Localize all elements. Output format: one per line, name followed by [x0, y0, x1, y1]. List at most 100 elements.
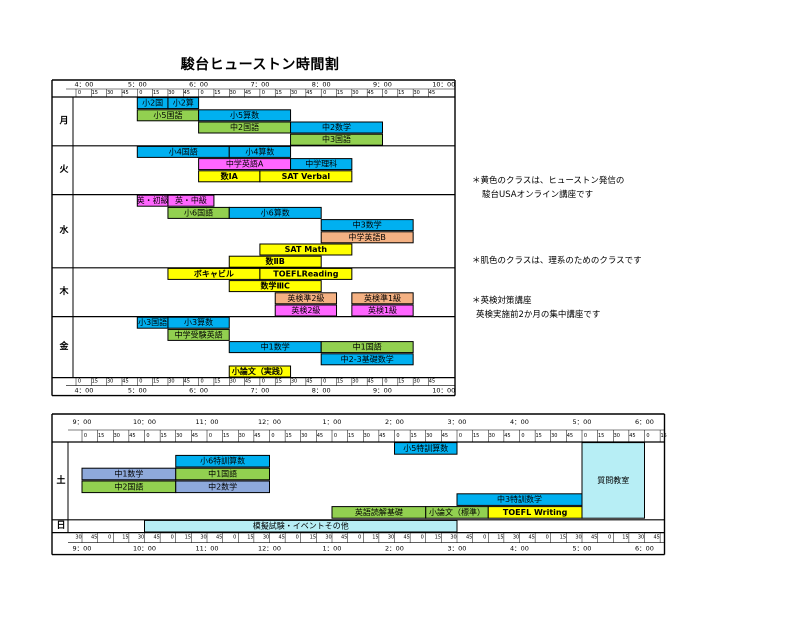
- weekday-minute-label: 45: [306, 90, 312, 96]
- saturday-class-10-bar: [581, 442, 645, 519]
- weekend-hour-label: 11：00: [195, 418, 218, 426]
- weekday-minute-label: 30: [168, 379, 174, 385]
- weekend-minute-label: 30: [75, 535, 81, 541]
- weekday-class-3-6-label: 英検1級: [368, 305, 397, 315]
- weekend-minute-label: 15: [285, 433, 291, 439]
- page-title: 駿台ヒューストン時間割: [180, 57, 340, 73]
- weekday-class-2-6-label: SAT Math: [285, 245, 328, 254]
- weekend-minute-label: 0: [608, 535, 611, 541]
- weekday-minute-label: 45: [429, 90, 435, 96]
- saturday-class-9-label: TOEFL Writing: [503, 508, 568, 517]
- weekend-minute-label: 0: [521, 433, 524, 439]
- weekend-minute-label: 0: [396, 433, 399, 439]
- weekend-minute-label: 30: [176, 433, 182, 439]
- weekday-class-4-4-bar: [320, 341, 414, 354]
- weekday-hour-label: 8：00: [312, 387, 331, 395]
- weekend-minute-label: 0: [421, 535, 424, 541]
- weekday-class-2-5-bar: [320, 231, 414, 244]
- weekend-minute-label: 30: [364, 433, 370, 439]
- weekend-minute-label: 30: [426, 433, 432, 439]
- weekend-minute-label: 15: [310, 535, 316, 541]
- weekday-hour-label: 4：00: [75, 81, 94, 89]
- weekday-minute-label: 15: [276, 379, 282, 385]
- weekday-class-2-3-bar: [228, 206, 322, 219]
- weekday-minute-label: 45: [367, 90, 373, 96]
- weekend-minute-label: 45: [192, 433, 198, 439]
- weekend-minute-label: 30: [200, 535, 206, 541]
- weekend-minute-label: 45: [466, 535, 472, 541]
- weekend-minute-label: 0: [296, 535, 299, 541]
- weekday-minute-label: 0: [78, 90, 81, 96]
- day-label: 日: [56, 520, 65, 531]
- day-label: 火: [59, 164, 69, 175]
- weekday-minute-label: 30: [230, 90, 236, 96]
- weekday-minute-label: 30: [413, 90, 419, 96]
- weekend-minute-label: 45: [591, 535, 597, 541]
- weekend-hour-label: 10：00: [133, 545, 156, 553]
- weekday-class-1-3-label: 中学理科: [305, 159, 337, 169]
- weekend-minute-label: 30: [614, 433, 620, 439]
- weekend-minute-label: 0: [271, 433, 274, 439]
- weekend-minute-label: 45: [528, 535, 534, 541]
- weekend-minute-label: 30: [638, 535, 644, 541]
- weekday-hour-label: 9：00: [373, 387, 392, 395]
- weekend-minute-label: 45: [504, 433, 510, 439]
- weekday-minute-label: 30: [413, 379, 419, 385]
- weekday-minute-label: 15: [276, 90, 282, 96]
- note-yellow-line1: ＊黄色のクラスは、ヒューストン発信の: [472, 176, 625, 186]
- weekend-minute-label: 45: [341, 535, 347, 541]
- weekday-hour-label: 8：00: [312, 81, 331, 89]
- saturday-class-7-label: 英語読解基礎: [355, 507, 403, 517]
- weekend-hour-label: 9：00: [73, 545, 92, 553]
- weekday-class-4-4-label: 中1国語: [353, 342, 382, 352]
- weekend-minute-label: 15: [598, 433, 604, 439]
- weekend-minute-label: 0: [84, 433, 87, 439]
- sunday-class-0-label: 模擬試験・イベントその他: [253, 521, 349, 531]
- weekend-hour-label: 4：00: [510, 545, 529, 553]
- weekday-hour-label: 5：00: [128, 81, 147, 89]
- weekend-minute-label: 30: [450, 535, 456, 541]
- saturday-class-5-bar: [175, 480, 270, 494]
- weekday-minute-label: 30: [168, 90, 174, 96]
- weekend-minute-label: 45: [567, 433, 573, 439]
- weekend-minute-label: 30: [388, 535, 394, 541]
- weekday-class-0-6-label: 中3国語: [322, 134, 351, 144]
- weekend-hour-label: 5：00: [573, 545, 592, 553]
- weekend-minute-label: 30: [114, 433, 120, 439]
- weekday-minute-label: 15: [337, 379, 343, 385]
- weekend-minute-label: 15: [660, 433, 666, 439]
- weekend-minute-label: 0: [171, 535, 174, 541]
- saturday-class-10-label: 質問教室: [597, 475, 629, 485]
- day-label: 水: [59, 224, 69, 236]
- weekday-class-3-3-bar: [274, 292, 338, 305]
- weekend-minute-label: 15: [98, 433, 104, 439]
- weekday-hour-label: 9：00: [373, 81, 392, 89]
- weekday-minute-label: 0: [384, 90, 387, 96]
- weekday-minute-label: 0: [201, 379, 204, 385]
- weekend-hour-label: 3：00: [448, 545, 467, 553]
- weekday-minute-label: 30: [107, 90, 113, 96]
- weekday-minute-label: 15: [337, 90, 343, 96]
- weekday-minute-label: 30: [107, 379, 113, 385]
- weekday-minute-label: 15: [398, 379, 404, 385]
- weekday-minute-label: 15: [92, 379, 98, 385]
- weekend-minute-label: 0: [334, 433, 337, 439]
- weekend-minute-label: 0: [483, 535, 486, 541]
- weekend-minute-label: 15: [473, 433, 479, 439]
- weekday-class-0-1-bar: [167, 97, 200, 110]
- weekend-minute-label: 45: [629, 433, 635, 439]
- weekday-class-3-4-label: 英検準1級: [364, 293, 401, 303]
- weekday-class-0-5-bar: [290, 121, 383, 134]
- weekend-minute-label: 0: [646, 433, 649, 439]
- saturday-class-1-label: 小6特訓算数: [200, 456, 245, 466]
- weekday-hour-label: 4：00: [75, 387, 94, 395]
- weekend-minute-label: 0: [358, 535, 361, 541]
- weekday-minute-label: 0: [262, 379, 265, 385]
- weekday-minute-label: 30: [291, 90, 297, 96]
- weekend-minute-label: 15: [247, 535, 253, 541]
- saturday-class-2-label: 中1数学: [114, 469, 143, 479]
- weekday-class-0-3-bar: [198, 109, 292, 122]
- weekday-hour-label: 7：00: [250, 387, 269, 395]
- weekend-hour-label: 2：00: [385, 545, 404, 553]
- weekday-class-0-2-label: 小5国語: [153, 110, 182, 120]
